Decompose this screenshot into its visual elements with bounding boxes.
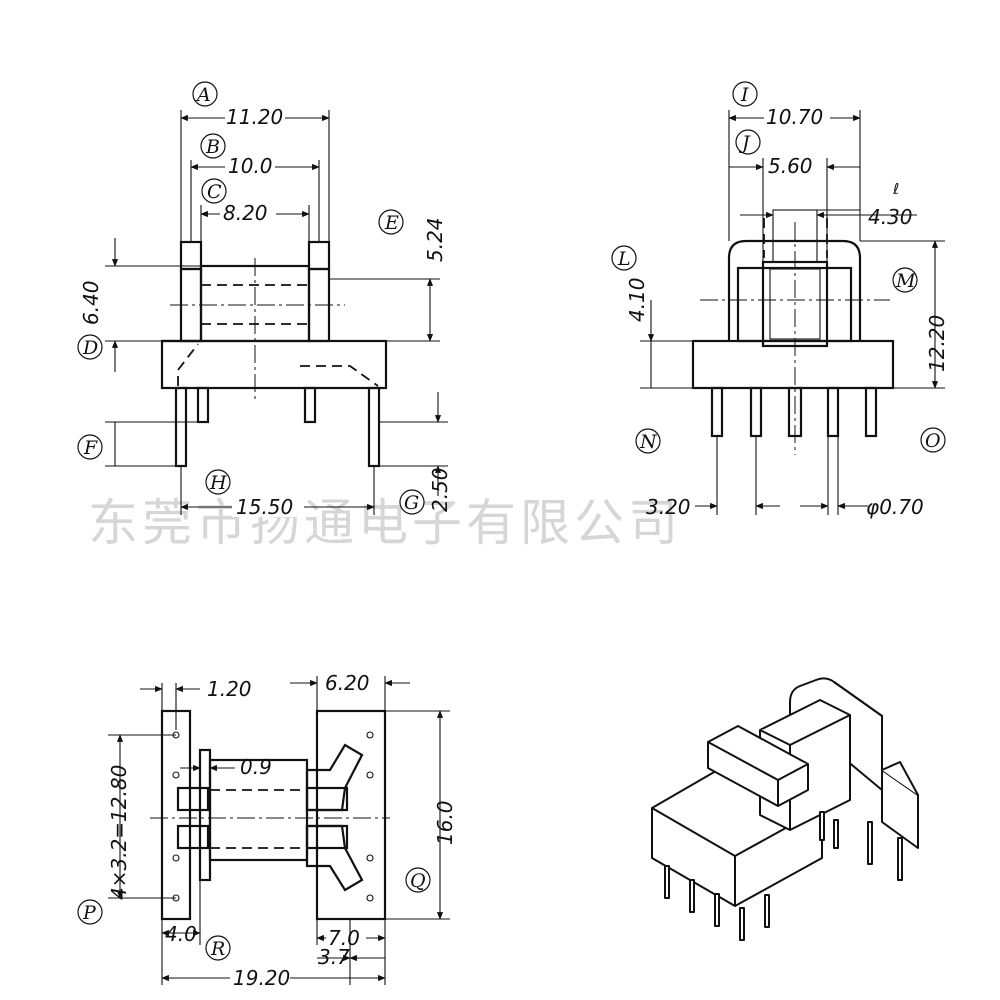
svg-text:3.20: 3.20 [646, 495, 691, 519]
front-view [160, 240, 388, 468]
svg-text:J: J [738, 132, 751, 154]
svg-text:4.10: 4.10 [625, 277, 649, 322]
svg-text:B: B [205, 136, 220, 158]
svg-text:4.30: 4.30 [868, 205, 913, 229]
watermark: 东莞市扬通电子有限公司 [88, 494, 682, 552]
bottom-view [150, 709, 390, 921]
svg-text:F: F [83, 437, 98, 459]
svg-text:4×3.2=12.80: 4×3.2=12.80 [107, 765, 131, 900]
svg-text:O: O [925, 430, 941, 452]
svg-text:M: M [895, 270, 916, 292]
svg-text:A: A [195, 84, 211, 106]
svg-text:C: C [207, 181, 222, 203]
isometric-view [651, 677, 919, 941]
svg-text:12.20: 12.20 [925, 315, 949, 372]
svg-text:19.20: 19.20 [233, 966, 290, 990]
svg-text:1.20: 1.20 [207, 677, 252, 701]
svg-text:3.7: 3.7 [318, 945, 350, 969]
svg-text:2.50: 2.50 [428, 467, 452, 512]
svg-text:4.0: 4.0 [165, 922, 197, 946]
svg-text:ℓ: ℓ [892, 180, 899, 198]
svg-text:G: G [404, 492, 419, 514]
svg-text:10.0: 10.0 [228, 154, 273, 178]
svg-text:Q: Q [410, 870, 426, 892]
bottom-dimensions: 1.20 6.20 0.9 4×3.2=12.80 16.0 4.0 7.0 [107, 671, 457, 990]
front-dimensions: 11.20 10.0 8.20 6.40 5.24 2.50 [79, 104, 452, 519]
svg-text:5.60: 5.60 [768, 154, 813, 178]
svg-text:P: P [82, 902, 97, 924]
svg-text:15.50: 15.50 [236, 495, 293, 519]
svg-text:φ0.70: φ0.70 [866, 495, 924, 519]
svg-text:L: L [617, 248, 631, 270]
callouts: A B C D E F G H I J L M N O P Q R [77, 81, 946, 961]
svg-text:N: N [639, 431, 658, 453]
side-view [691, 209, 895, 455]
svg-text:H: H [209, 472, 227, 494]
svg-text:16.0: 16.0 [433, 800, 457, 845]
svg-text:7.0: 7.0 [328, 926, 360, 950]
svg-text:6.20: 6.20 [325, 671, 370, 695]
svg-text:5.24: 5.24 [423, 217, 447, 262]
svg-text:0.9: 0.9 [240, 755, 272, 779]
svg-text:D: D [82, 337, 98, 359]
svg-text:8.20: 8.20 [223, 201, 268, 225]
svg-text:10.70: 10.70 [766, 105, 823, 129]
svg-text:6.40: 6.40 [79, 280, 103, 325]
svg-text:R: R [210, 938, 225, 960]
svg-text:I: I [740, 84, 749, 106]
svg-text:11.20: 11.20 [226, 105, 283, 129]
side-dimensions: 10.70 5.60 4.30 4.10 12.20 3.20 φ0.7 [625, 105, 949, 519]
svg-text:E: E [384, 212, 399, 234]
